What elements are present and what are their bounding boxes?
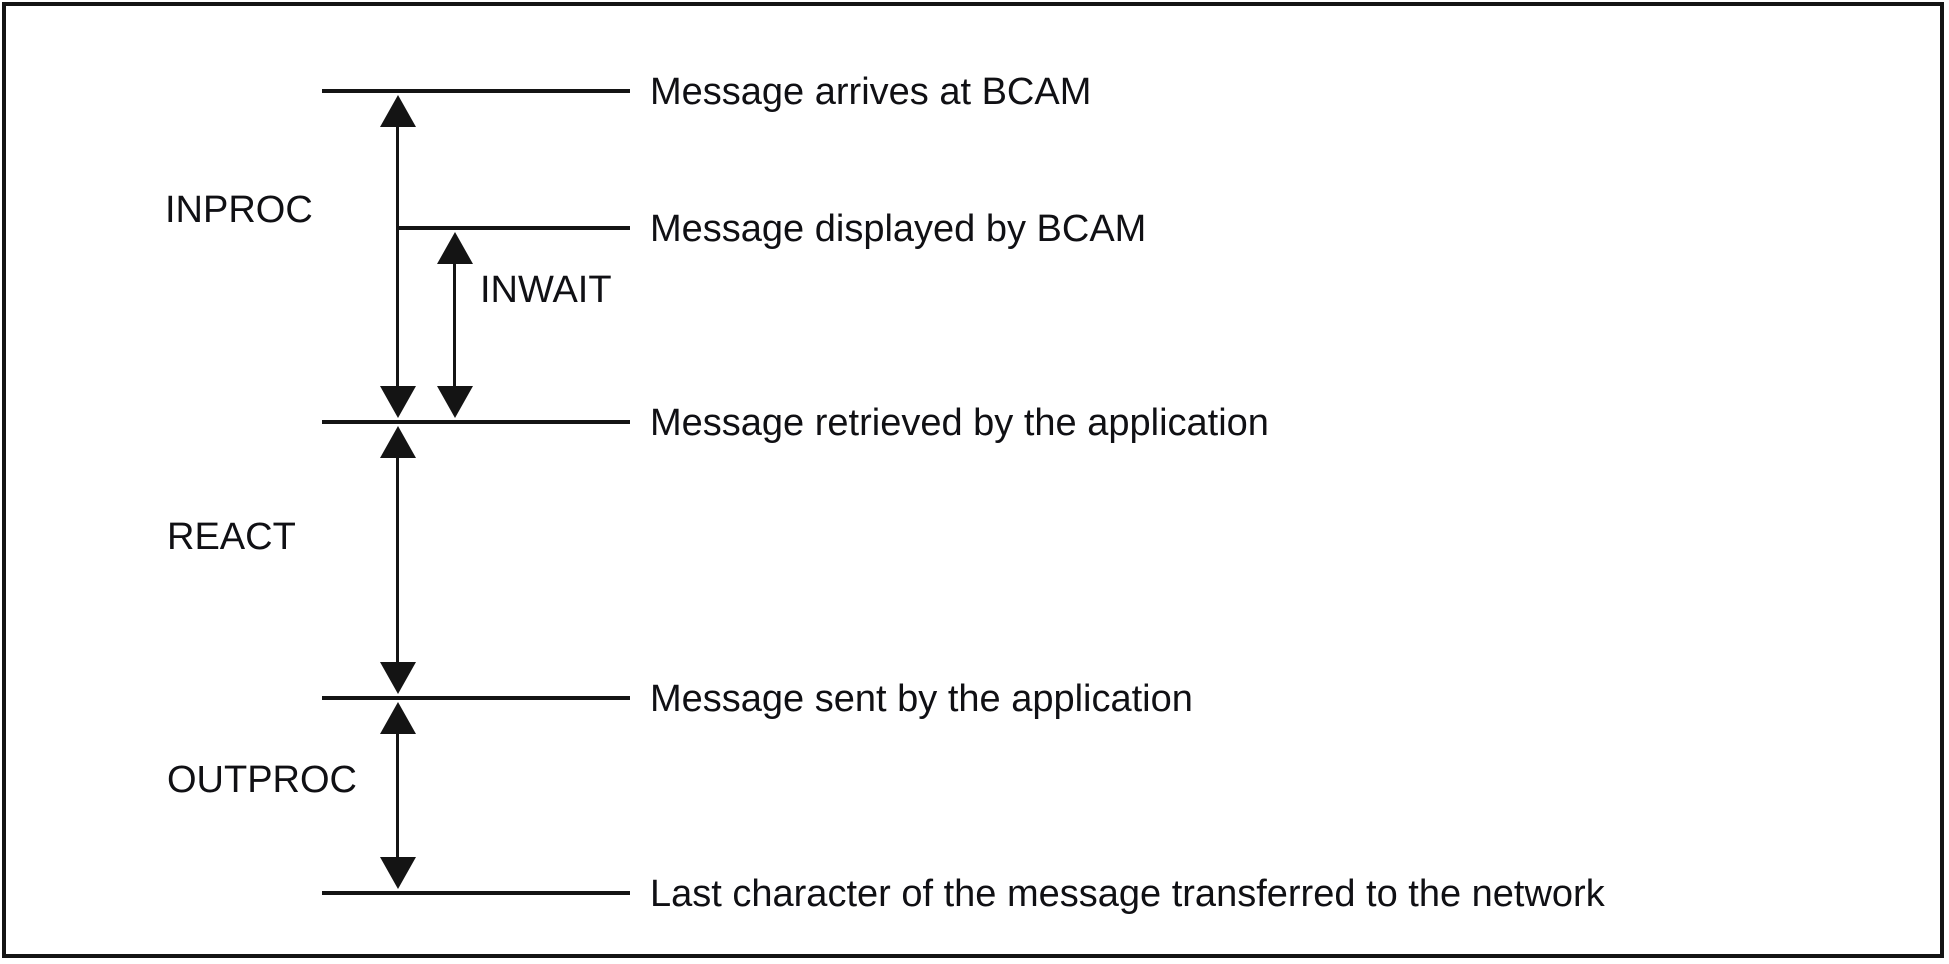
interval-label-outproc: OUTPROC <box>167 759 357 801</box>
event-line-message-retrieved <box>322 420 630 424</box>
event-label-message-sent: Message sent by the application <box>650 678 1193 721</box>
event-label-last-character: Last character of the message transferre… <box>650 873 1605 916</box>
inwait-arrowhead-down-icon <box>437 386 473 418</box>
interval-label-inproc: INPROC <box>165 189 313 231</box>
event-line-last-character <box>322 891 630 895</box>
outproc-arrow-shaft <box>396 726 399 861</box>
interval-label-react: REACT <box>167 516 296 558</box>
interval-label-inwait: INWAIT <box>480 269 612 311</box>
event-label-message-displayed: Message displayed by BCAM <box>650 208 1147 251</box>
inwait-arrow-shaft <box>453 256 456 390</box>
event-line-message-sent <box>322 696 630 700</box>
event-label-message-arrives: Message arrives at BCAM <box>650 71 1092 114</box>
react-arrow-shaft <box>396 450 399 666</box>
inproc-arrowhead-down-icon <box>380 386 416 418</box>
react-arrowhead-down-icon <box>380 662 416 694</box>
event-line-message-arrives <box>322 89 630 93</box>
event-line-message-displayed <box>396 226 630 230</box>
event-label-message-retrieved: Message retrieved by the application <box>650 402 1269 445</box>
inproc-arrow-shaft <box>396 120 399 390</box>
outproc-arrowhead-down-icon <box>380 857 416 889</box>
